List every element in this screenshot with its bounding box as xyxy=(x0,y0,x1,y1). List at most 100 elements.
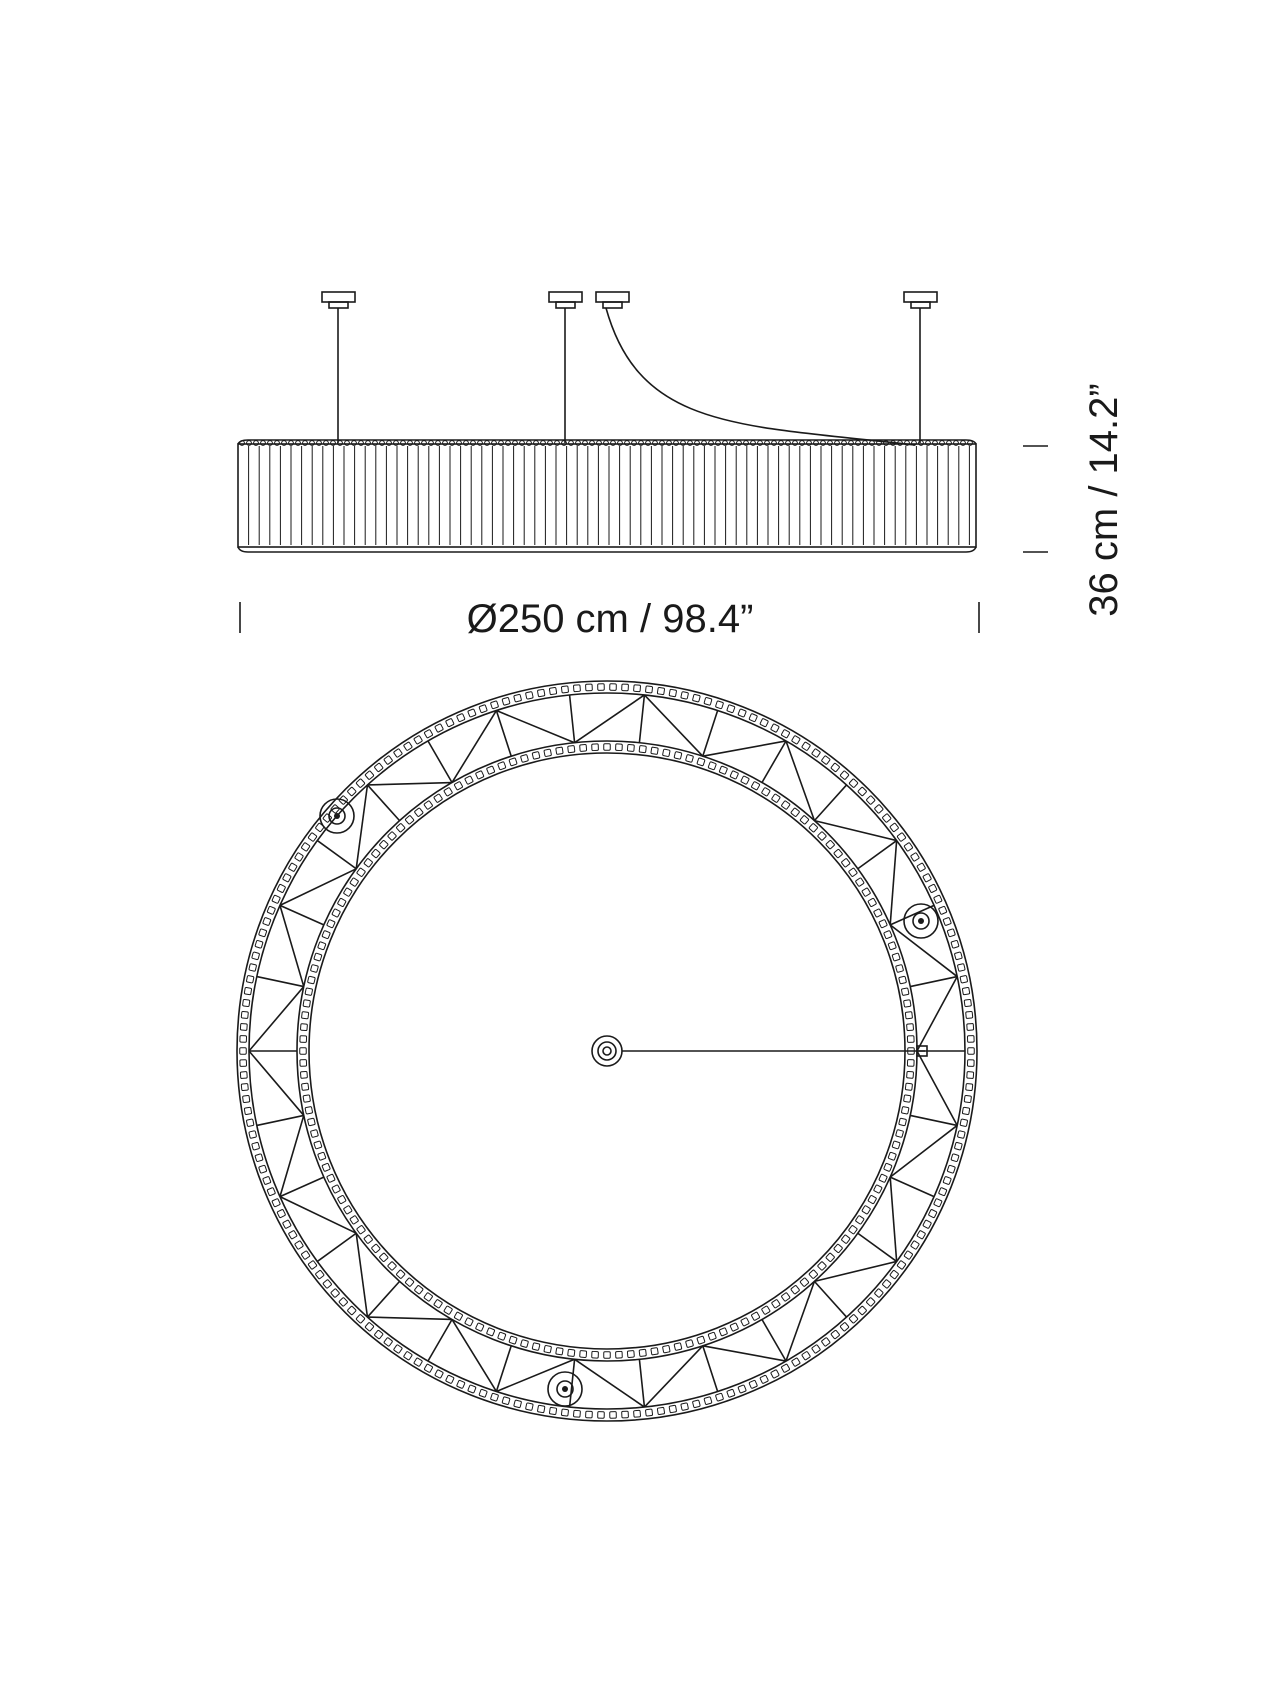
bead xyxy=(748,1379,758,1389)
bead xyxy=(966,1071,975,1079)
bead xyxy=(423,800,433,810)
truss-strut xyxy=(638,1359,646,1408)
bead xyxy=(498,440,504,446)
bead xyxy=(901,987,910,996)
bead xyxy=(537,688,546,698)
bead xyxy=(718,1327,728,1337)
bead xyxy=(726,704,736,714)
bead xyxy=(799,440,805,446)
bead xyxy=(771,793,781,803)
bead xyxy=(751,781,761,791)
bead xyxy=(549,686,558,696)
bead xyxy=(722,440,728,446)
bead xyxy=(610,440,616,446)
bead xyxy=(645,440,651,446)
bead xyxy=(938,1187,948,1197)
diameter-dimension: Ø250 cm / 98.4” xyxy=(239,597,980,641)
bead xyxy=(857,1305,867,1316)
bead xyxy=(445,1374,455,1384)
bead xyxy=(957,963,966,972)
truss-diagonal xyxy=(702,740,787,757)
bead xyxy=(343,887,353,897)
bead xyxy=(673,751,683,760)
bead xyxy=(299,1047,307,1055)
bead xyxy=(490,700,499,710)
bead xyxy=(966,1035,975,1043)
truss-strut xyxy=(568,1359,576,1408)
bead xyxy=(276,1209,286,1219)
bead xyxy=(770,723,780,733)
bead xyxy=(307,975,316,985)
bead xyxy=(486,1327,496,1337)
bead xyxy=(379,1252,389,1262)
bead xyxy=(315,1269,325,1280)
bead xyxy=(801,741,811,751)
bead xyxy=(799,1277,810,1287)
bead xyxy=(251,951,260,961)
truss-diagonal xyxy=(451,710,498,783)
bead xyxy=(928,883,938,893)
bead xyxy=(253,440,259,446)
bead xyxy=(396,1269,406,1279)
bead xyxy=(861,1205,871,1215)
bead xyxy=(939,440,945,446)
bead xyxy=(882,813,892,823)
truss-strut xyxy=(857,839,898,870)
bead xyxy=(302,999,311,1008)
bead xyxy=(246,1118,255,1127)
bead xyxy=(300,1023,308,1032)
bead xyxy=(573,684,581,693)
bead xyxy=(508,1335,518,1345)
bead xyxy=(867,1195,877,1205)
bead xyxy=(239,440,245,446)
bead xyxy=(855,440,861,446)
bead xyxy=(349,877,359,887)
truss-diagonal xyxy=(889,1124,958,1178)
ceiling-canopy xyxy=(548,291,583,309)
bead xyxy=(579,1350,588,1358)
bead xyxy=(299,1059,308,1067)
bead xyxy=(827,440,833,446)
bead xyxy=(866,1297,876,1307)
truss-strut xyxy=(813,1280,848,1318)
bead xyxy=(281,440,287,446)
bead xyxy=(433,1299,443,1309)
bead xyxy=(841,1234,851,1244)
bead xyxy=(911,440,917,446)
bead xyxy=(323,440,329,446)
bead xyxy=(421,440,427,446)
truss-diagonal xyxy=(355,784,369,869)
bead xyxy=(821,755,831,765)
bead xyxy=(490,1392,499,1402)
bead xyxy=(326,1173,336,1183)
bead xyxy=(792,440,798,446)
bead xyxy=(848,778,859,788)
bead xyxy=(302,1094,311,1103)
truss-diagonal xyxy=(451,1319,498,1392)
bead xyxy=(520,1339,529,1348)
bead xyxy=(561,440,567,446)
inner-ring-beads xyxy=(299,743,915,1359)
bead xyxy=(811,1344,821,1354)
bead xyxy=(379,840,389,850)
bead xyxy=(349,1215,359,1225)
truss-diagonal xyxy=(279,1195,357,1234)
bead xyxy=(903,999,912,1008)
bead xyxy=(294,1240,304,1250)
bead xyxy=(428,440,434,446)
bead xyxy=(456,1379,466,1389)
bead xyxy=(248,1130,257,1139)
bead xyxy=(313,952,323,962)
bead xyxy=(817,1261,827,1271)
bead xyxy=(906,1035,915,1043)
bead xyxy=(903,842,913,852)
bead xyxy=(910,1240,920,1250)
bead xyxy=(806,440,812,446)
bead xyxy=(267,440,273,446)
truss-strut xyxy=(910,1114,958,1127)
bead xyxy=(811,748,821,758)
bead xyxy=(475,1322,485,1332)
bead xyxy=(830,762,840,773)
bead xyxy=(400,440,406,446)
bead xyxy=(726,1388,736,1398)
